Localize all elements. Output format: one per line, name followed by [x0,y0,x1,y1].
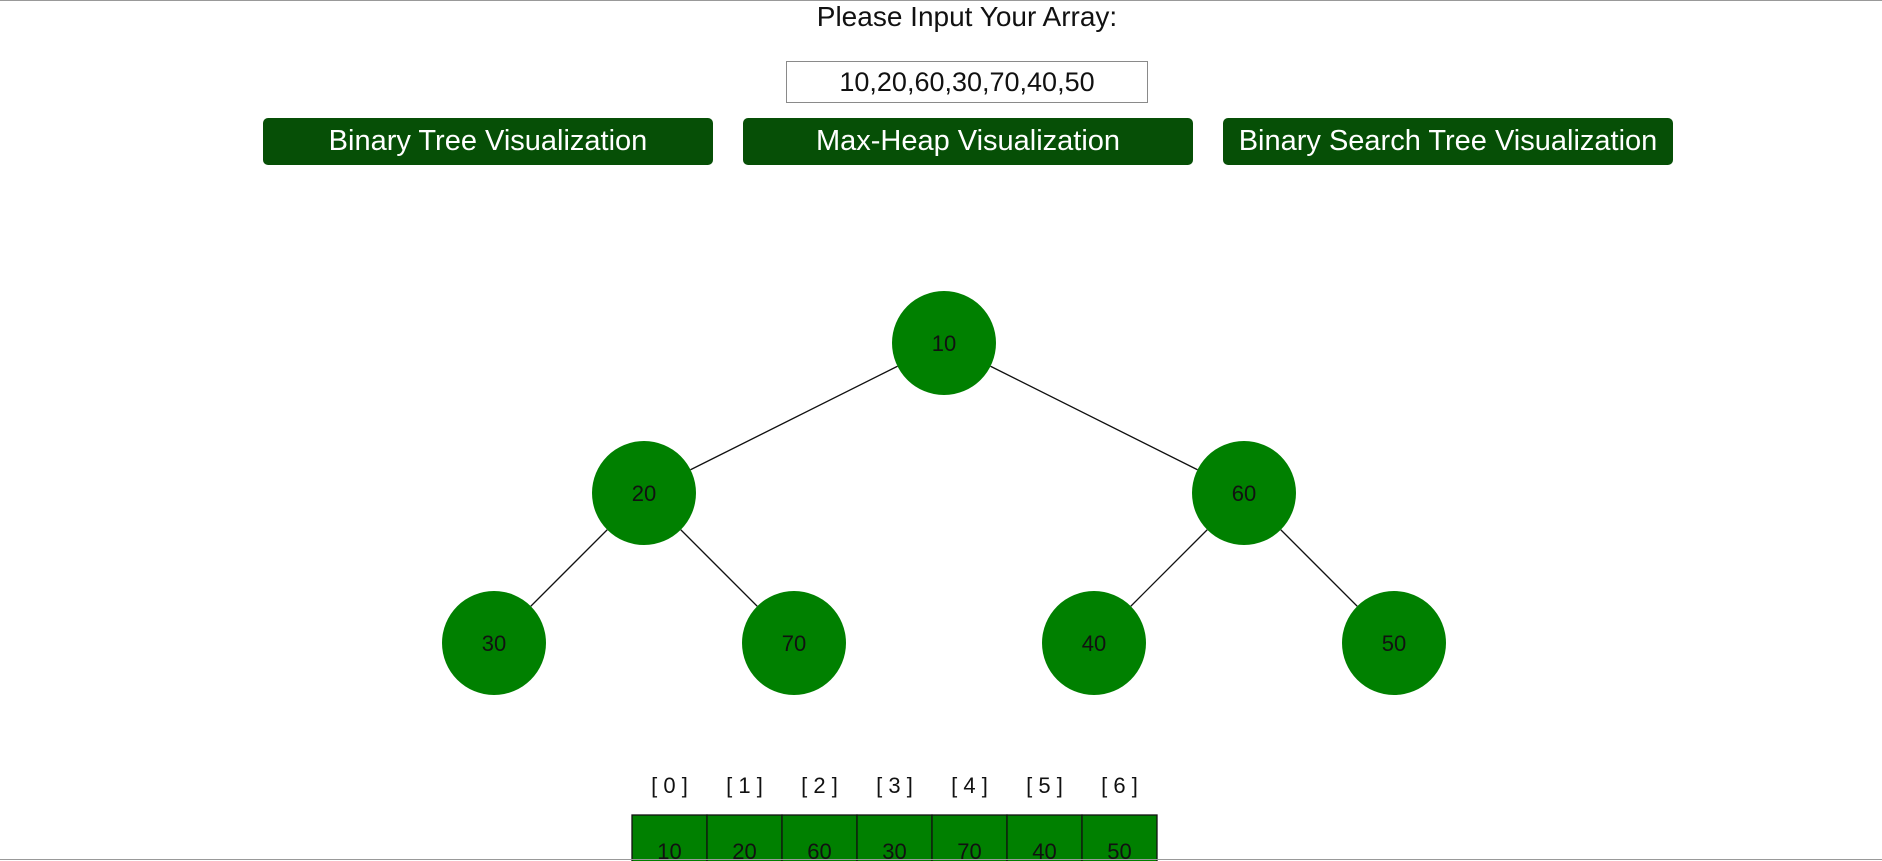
tree-node-label: 70 [782,631,806,656]
array-cell-value: 10 [657,839,681,861]
tree-edge [690,365,898,471]
tree-node: 70 [742,591,846,695]
tree-edge [530,529,608,607]
array-index-label: [ 6 ] [1101,773,1138,798]
array-index-label: [ 2 ] [801,773,838,798]
array-cell-value: 50 [1107,839,1131,861]
top-border [0,0,1882,1]
array-index-label: [ 1 ] [726,773,763,798]
array-cell-value: 60 [807,839,831,861]
tree-node-label: 60 [1232,481,1256,506]
array-index-label: [ 4 ] [951,773,988,798]
array-cell-value: 70 [957,839,981,861]
max-heap-visualization-button[interactable]: Max-Heap Visualization [743,118,1193,165]
array-cell [631,814,708,861]
array-cell-value: 20 [732,839,756,861]
tree-nodes: 10 20 60 30 70 40 50 [442,291,1446,695]
array-cell [781,814,858,861]
bottom-border [0,859,1882,860]
tree-edge [990,365,1198,471]
tree-node-circle [442,591,546,695]
array-input[interactable] [786,61,1148,103]
tree-node-label: 50 [1382,631,1406,656]
array-cell [1081,814,1158,861]
tree-node-label: 30 [482,631,506,656]
input-prompt: Please Input Your Array: [816,1,1118,32]
array-cell [1006,814,1083,861]
array-cell [931,814,1008,861]
tree-node: 20 [592,441,696,545]
binary-tree-visualization-button[interactable]: Binary Tree Visualization [263,118,713,165]
array-index-label: [ 3 ] [876,773,913,798]
tree-node: 10 [892,291,996,395]
tree-node-label: 20 [632,481,656,506]
tree-node-circle [1042,591,1146,695]
tree-node-circle [1192,441,1296,545]
array-cell [706,814,783,861]
tree-node-circle [892,291,996,395]
tree-edge [680,529,758,607]
array-cell-value: 30 [882,839,906,861]
tree-node: 50 [1342,591,1446,695]
array-index-label: [ 0 ] [651,773,688,798]
tree-node-circle [1342,591,1446,695]
array-cell [856,814,933,861]
array-cell-value: 40 [1032,839,1056,861]
array-index-label: [ 5 ] [1026,773,1063,798]
tree-edges [530,365,1358,607]
tree-node: 60 [1192,441,1296,545]
tree-edge [1130,529,1208,607]
tree-node-label: 10 [932,331,956,356]
tree-node: 30 [442,591,546,695]
binary-search-tree-visualization-button[interactable]: Binary Search Tree Visualization [1223,118,1673,165]
tree-node: 40 [1042,591,1146,695]
tree-node-label: 40 [1082,631,1106,656]
tree-edge [1280,529,1358,607]
array-view: [ 0 ] 10 [ 1 ] 20 [ 2 ] 60 [ 3 ] 30 [ 4 ] 70 [ 5 ]… [631,773,1158,861]
tree-node-circle [592,441,696,545]
tree-node-circle [742,591,846,695]
